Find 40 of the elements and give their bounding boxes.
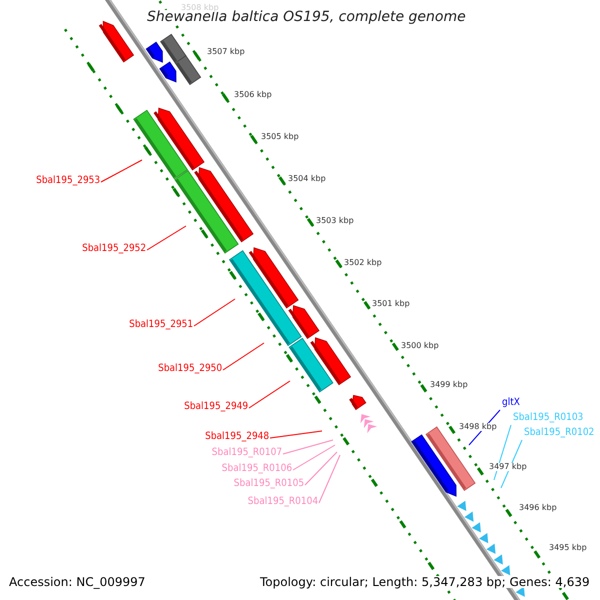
gene-label: Sbal195_2949 [184, 402, 248, 412]
tick-label: 3501 kbp [372, 300, 410, 308]
gene-label: Sbal195_2952 [82, 244, 146, 254]
gene-label: Sbal195_2948 [204, 432, 269, 442]
leader-line [292, 444, 336, 470]
tick-label: 3506 kbp [234, 91, 272, 99]
gene-label: Sbal195_2950 [158, 364, 222, 374]
gene-label: Sbal195_R0106 [222, 464, 292, 474]
tick-label: 3496 kbp [519, 504, 557, 512]
leader-line [222, 342, 264, 370]
leader-line [248, 380, 290, 408]
gene-label: Sbal195_2953 [36, 176, 100, 186]
gene-label: Sbal195_R0107 [212, 448, 282, 458]
leader-line [304, 452, 338, 486]
leader-line [282, 440, 334, 454]
tick-label: 3500 kbp [401, 342, 439, 350]
leader-line [494, 424, 512, 480]
footer-note: Topology: circular; Length: 5,347,283 bp; Genes: 4,639 [260, 576, 590, 588]
chart-title: Shewanella baltica OS195, complete genome [147, 10, 466, 24]
tick-label: 3502 kbp [344, 259, 382, 267]
tick-label: 3507 kbp [207, 48, 245, 56]
gene-label: Sbal195_R0104 [248, 497, 318, 507]
tick-label: 3497 kbp [489, 463, 527, 471]
leader-line [100, 160, 142, 182]
tick-label: 3498 kbp [459, 423, 497, 431]
tick-label: 3503 kbp [316, 217, 354, 225]
gene-label: Sbal195_2951 [128, 320, 193, 330]
footer-note: Accession: NC_009997 [9, 576, 146, 588]
tick-label: 3495 kbp [549, 544, 587, 552]
leader-line [270, 430, 322, 438]
leader-line [194, 298, 236, 326]
leader-line [146, 226, 186, 250]
tick-label: 3499 kbp [430, 381, 468, 389]
gene-label: Sbal195_R0105 [234, 479, 304, 489]
gene-label: gltX [502, 398, 520, 408]
gene-label: Sbal195_R0103 [513, 413, 584, 423]
tick-label: 3504 kbp [288, 175, 326, 183]
tick-label: 3505 kbp [261, 133, 299, 141]
leader-line [318, 454, 340, 504]
gene-label: Sbal195_R0102 [524, 428, 594, 438]
